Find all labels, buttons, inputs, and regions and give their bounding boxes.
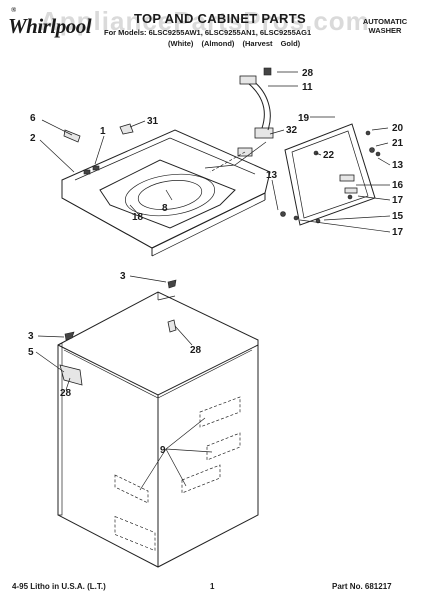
leader-lines: [35, 71, 391, 491]
callout-11: 11: [302, 82, 313, 93]
watermark: AppliancePartsPros.com: [40, 6, 370, 36]
callout-32: 32: [286, 125, 298, 136]
part-number: Part No. 681217: [332, 582, 392, 591]
callout-1: 1: [100, 126, 106, 137]
callout-6: 6: [30, 113, 36, 124]
model-numbers: For Models: 6LSC9255AW1, 6LSC9255AN1, 6L…: [104, 28, 312, 37]
washer-top-panel: [61, 129, 271, 257]
callout-28-middle: 28: [190, 345, 202, 356]
callout-5: 5: [28, 347, 34, 358]
print-info: 4-95 Litho in U.S.A. (L.T.): [12, 582, 106, 591]
page-title: TOP AND CABINET PARTS: [134, 11, 306, 26]
callout-20: 20: [392, 123, 404, 134]
page-number: 1: [210, 582, 215, 591]
callout-28-top: 28: [302, 68, 314, 79]
brand-logo: Whirlpool: [8, 14, 92, 38]
callout-15: 15: [392, 211, 404, 222]
callout-17-right-top: 17: [392, 195, 404, 206]
callout-9: 9: [160, 445, 166, 456]
callout-16: 16: [392, 180, 404, 191]
callout-3-left: 3: [28, 331, 34, 342]
callout-18: 18: [132, 212, 144, 223]
callout-31: 31: [147, 116, 159, 127]
callout-19: 19: [298, 113, 310, 124]
washer-cabinet: [57, 279, 259, 568]
callout-13-right: 13: [392, 160, 404, 171]
callout-21: 21: [392, 138, 404, 149]
callout-2: 2: [30, 133, 36, 144]
callout-22: 22: [323, 150, 335, 161]
washer-lid: [280, 123, 381, 226]
callout-3-top: 3: [120, 271, 126, 282]
registered-mark: ®: [11, 6, 17, 14]
callout-28-left: 28: [60, 388, 72, 399]
model-colors: (White) (Almond) (Harvest Gold): [168, 39, 301, 48]
appliance-type: AUTOMATIC WASHER: [362, 17, 408, 35]
callout-17-right-bottom: 17: [392, 227, 404, 238]
callout-13-hinge: 13: [266, 170, 278, 181]
lid-switch-assembly: [204, 75, 274, 173]
callout-8: 8: [162, 203, 168, 214]
